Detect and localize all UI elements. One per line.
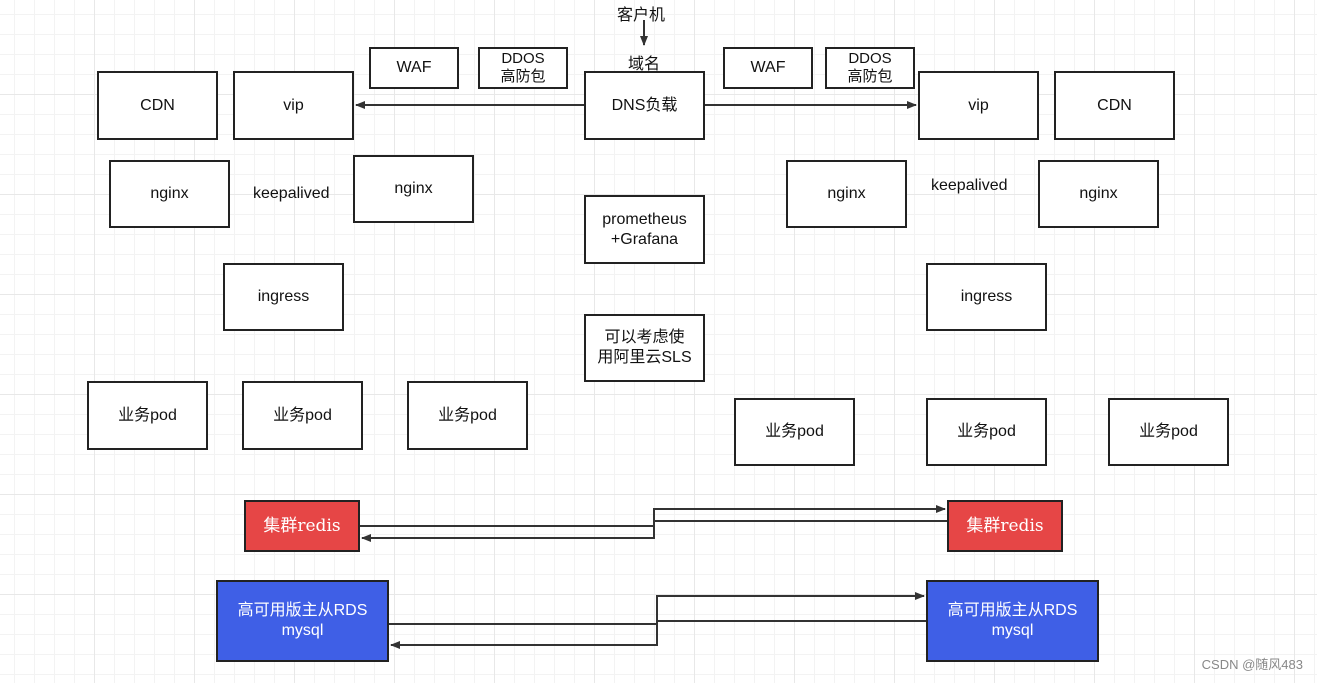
left-nginx-1-box: nginx (109, 160, 230, 228)
left-rds-box: 高可用版主从RDS mysql (216, 580, 389, 662)
redis-sync-arrow-left (361, 520, 947, 542)
right-pod-3-box: 业务pod (1108, 398, 1229, 466)
redis-sync-arrow-right (360, 505, 946, 527)
left-ddos-box: DDOS 高防包 (478, 47, 568, 89)
right-keepalived-label: keepalived (931, 177, 1008, 194)
left-keepalived-label: keepalived (253, 185, 330, 202)
left-ingress-box: ingress (223, 263, 344, 331)
left-waf-box: WAF (369, 47, 459, 89)
right-waf-box: WAF (723, 47, 813, 89)
right-nginx-2-box: nginx (1038, 160, 1159, 228)
rds-sync-arrow-right (389, 592, 925, 625)
rds-sync-arrow-left (390, 620, 926, 649)
right-vip-box: vip (918, 71, 1039, 140)
right-ingress-box: ingress (926, 263, 1047, 331)
right-cdn-box: CDN (1054, 71, 1175, 140)
left-pod-1-box: 业务pod (87, 381, 208, 450)
left-cdn-box: CDN (97, 71, 218, 140)
right-redis-box: 集群redis (947, 500, 1063, 552)
right-rds-box: 高可用版主从RDS mysql (926, 580, 1099, 662)
left-vip-box: vip (233, 71, 354, 140)
right-pod-2-box: 业务pod (926, 398, 1047, 466)
right-pod-1-box: 业务pod (734, 398, 855, 466)
watermark-text: CSDN @随风483 (1201, 657, 1303, 672)
monitoring-box: prometheus +Grafana (584, 195, 705, 264)
right-ddos-box: DDOS 高防包 (825, 47, 915, 89)
dns-load-balancer-box: DNS负载 (584, 71, 705, 140)
domain-label: 域名 (628, 56, 661, 73)
right-nginx-1-box: nginx (786, 160, 907, 228)
left-nginx-2-box: nginx (353, 155, 474, 223)
left-pod-2-box: 业务pod (242, 381, 363, 450)
client-label: 客户机 (617, 7, 666, 24)
left-redis-box: 集群redis (244, 500, 360, 552)
logging-box: 可以考虑使 用阿里云SLS (584, 314, 705, 382)
left-pod-3-box: 业务pod (407, 381, 528, 450)
